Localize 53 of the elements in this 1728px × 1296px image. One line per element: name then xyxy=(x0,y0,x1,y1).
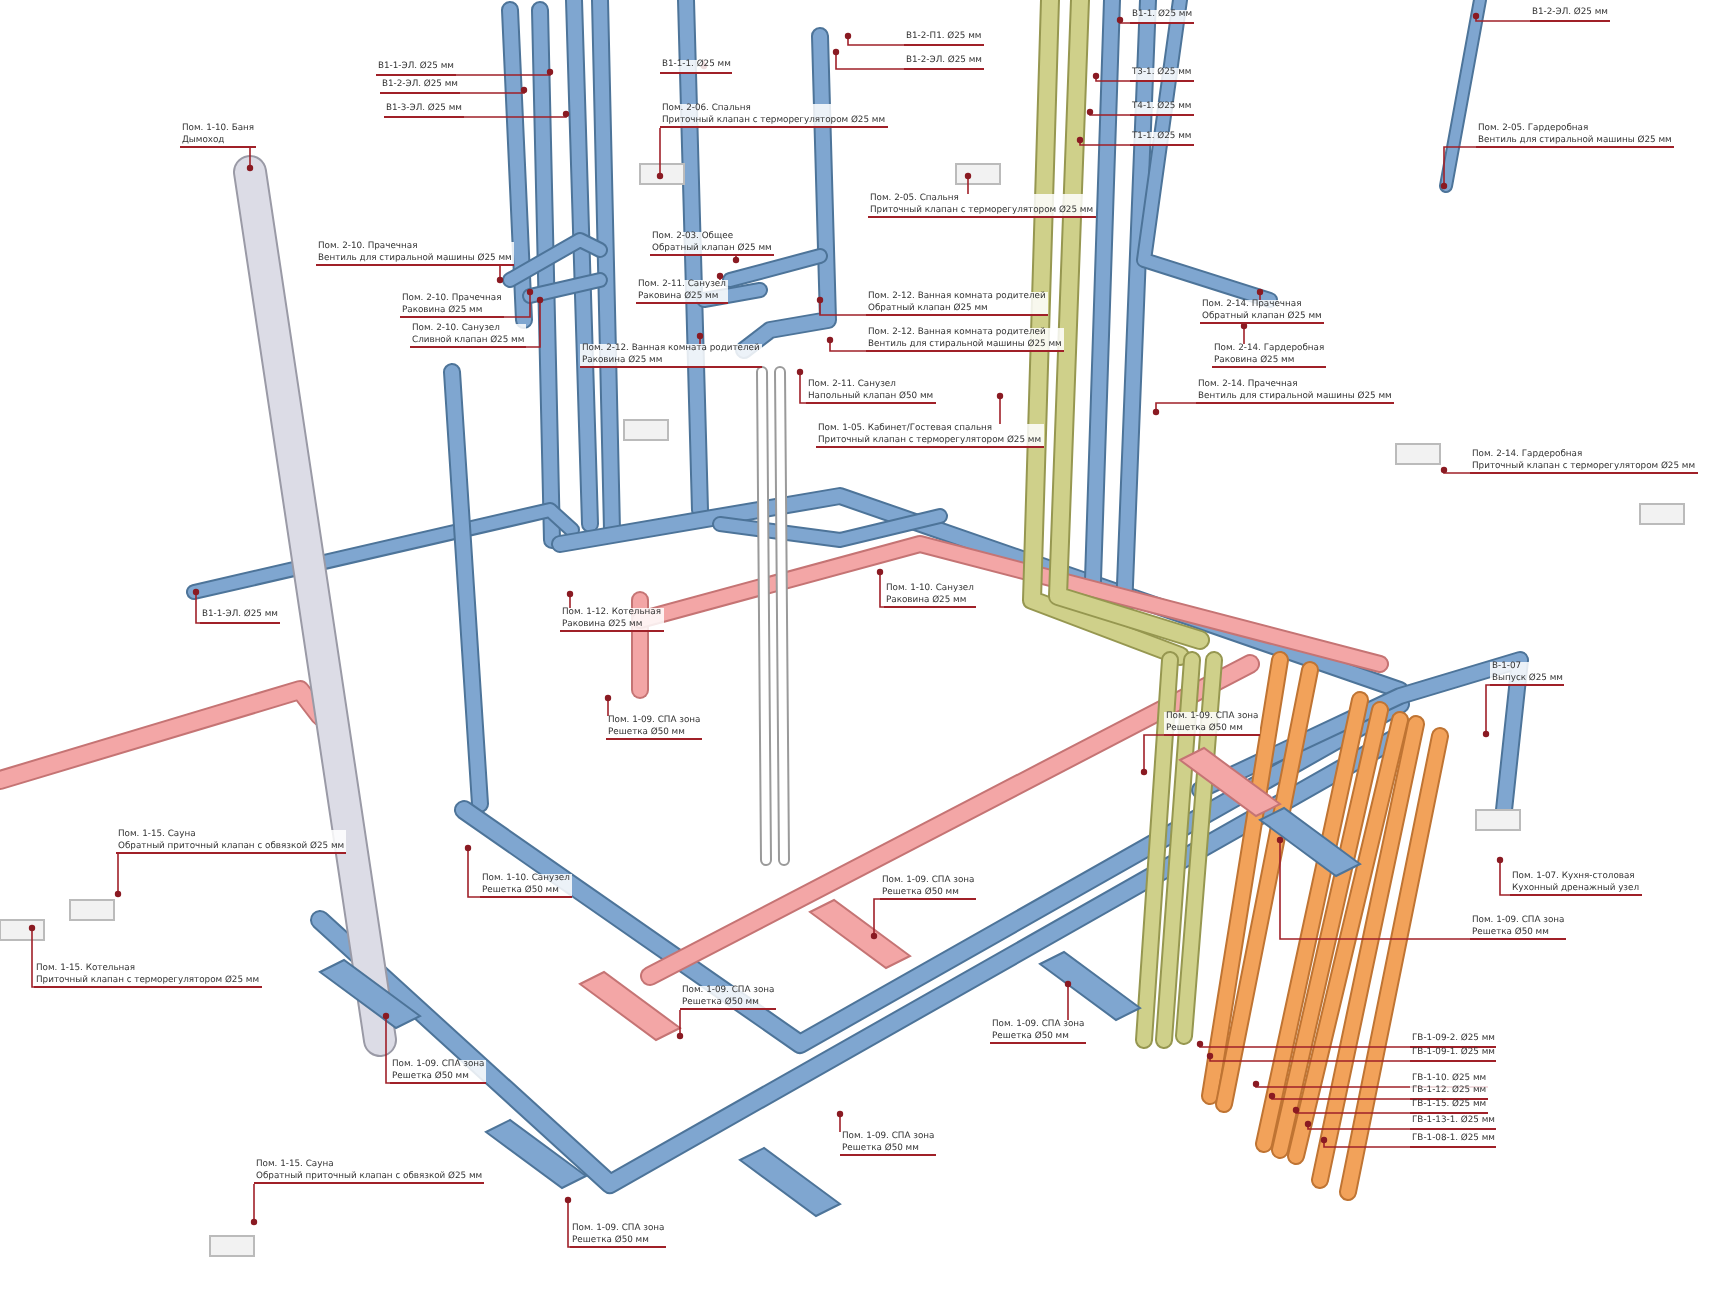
leader-line xyxy=(250,1183,258,1226)
leader-line xyxy=(836,1110,844,1133)
leader-line xyxy=(246,147,254,172)
leader-line xyxy=(826,336,867,352)
leader-line xyxy=(1440,146,1477,190)
leader-line xyxy=(870,898,881,940)
leader-line xyxy=(996,392,1004,425)
leader-line xyxy=(1440,466,1471,474)
leader-line xyxy=(28,924,36,988)
leader-line xyxy=(463,110,570,118)
leader-line xyxy=(1206,1052,1411,1062)
leader-line xyxy=(1152,402,1197,416)
leader-line xyxy=(1304,1120,1411,1130)
leader-line xyxy=(192,588,201,624)
leader-line xyxy=(1320,1136,1411,1148)
leader-line xyxy=(1472,12,1531,22)
leader-line xyxy=(1196,1040,1411,1048)
leader-line xyxy=(1256,288,1264,301)
leader-line xyxy=(1140,734,1165,776)
leader-line xyxy=(455,68,554,76)
leader-line xyxy=(464,844,481,898)
leader-line xyxy=(1092,72,1131,82)
leader-line xyxy=(1276,836,1471,940)
leader-line xyxy=(1240,322,1248,345)
leader-line xyxy=(382,1012,391,1084)
leader-line xyxy=(1076,136,1131,146)
leader-line xyxy=(676,1009,684,1040)
leader-line xyxy=(716,272,724,281)
leader-line xyxy=(1268,1092,1411,1100)
leader-line xyxy=(114,853,122,898)
leader-line xyxy=(1252,1080,1411,1088)
leader-line xyxy=(732,255,740,264)
leader-line xyxy=(566,590,574,609)
leader-line xyxy=(964,172,972,195)
leader-line xyxy=(496,265,504,284)
leader-line xyxy=(1086,108,1131,116)
leader-line xyxy=(1116,16,1131,24)
leader-line xyxy=(459,86,528,94)
leader-line xyxy=(844,32,905,46)
leader-line xyxy=(604,694,612,717)
leader-line xyxy=(1064,980,1072,1021)
leader-line xyxy=(656,127,664,180)
leader-line xyxy=(564,1196,572,1248)
leader-line xyxy=(1292,1106,1411,1114)
leader-line xyxy=(796,368,807,404)
leader-line xyxy=(696,332,704,345)
leader-line xyxy=(832,48,905,70)
leader-line xyxy=(503,288,534,318)
leader-line xyxy=(1482,684,1491,738)
leader-line xyxy=(525,296,544,348)
leader-line xyxy=(1496,856,1511,896)
leader-line xyxy=(816,296,867,316)
leader-line xyxy=(876,568,885,608)
